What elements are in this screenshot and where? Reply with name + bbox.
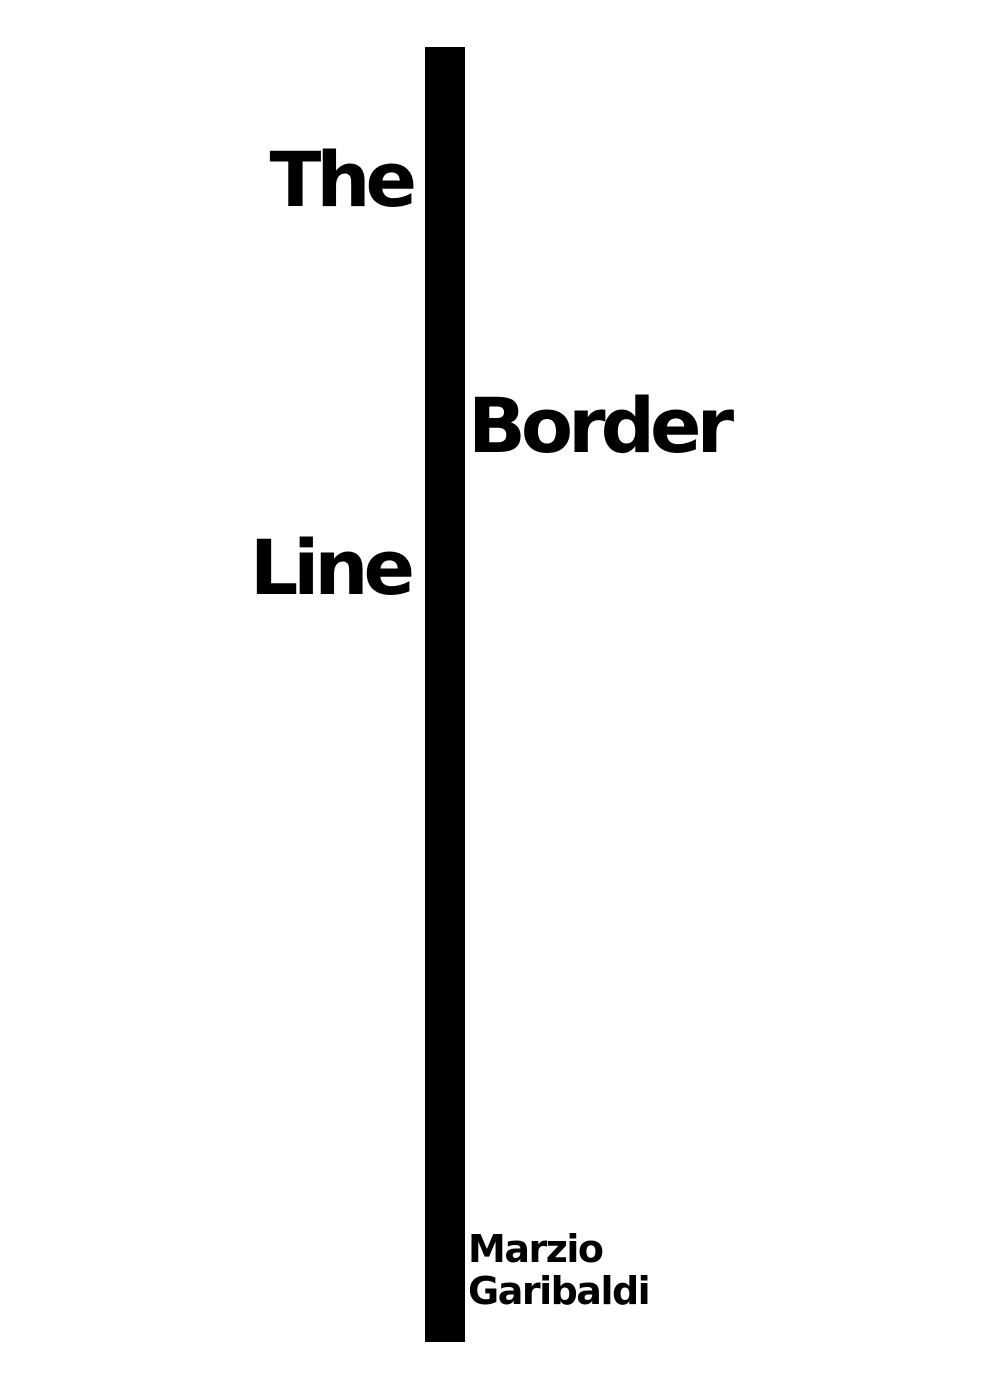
author-last-name: Garibaldi <box>468 1269 651 1313</box>
author-first-name: Marzio <box>468 1227 604 1271</box>
title-word-line: Line <box>249 523 415 612</box>
vertical-border-bar <box>425 47 465 1342</box>
author-name: Marzio Garibaldi <box>468 1227 651 1313</box>
title-word-border: Border <box>468 381 734 470</box>
title-word-the: The <box>269 135 417 224</box>
